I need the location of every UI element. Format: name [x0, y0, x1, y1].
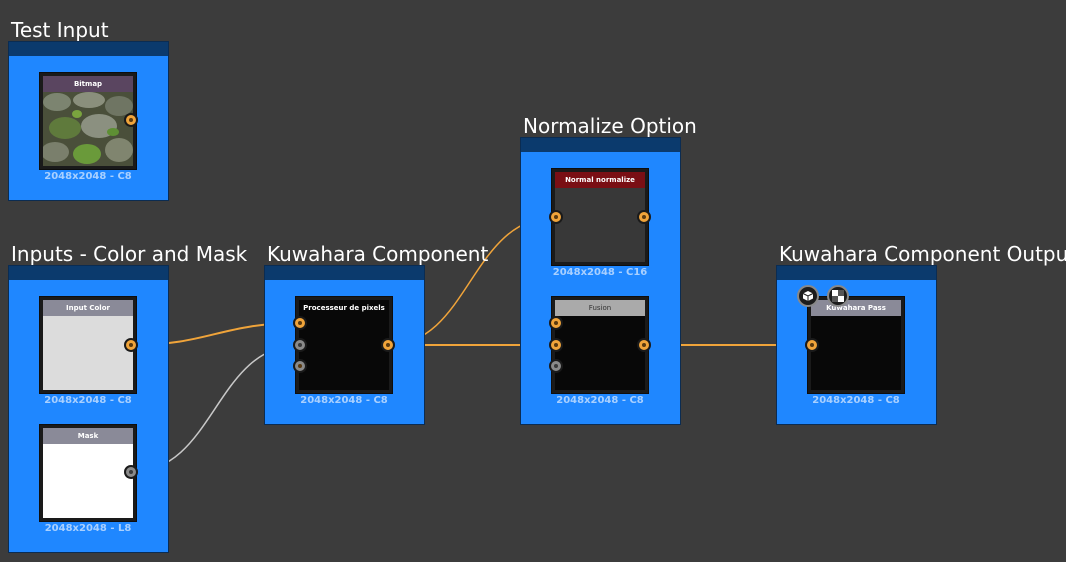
node-bitmap[interactable]: Bitmap [39, 72, 137, 170]
input-port[interactable] [293, 316, 307, 330]
frame-header [9, 42, 168, 56]
output-port[interactable] [637, 338, 651, 352]
node-info: 2048x2048 - C8 [556, 395, 644, 406]
input-port[interactable] [549, 338, 563, 352]
bitmap-thumbnail [43, 92, 133, 166]
node-title: Normal normalize [555, 172, 645, 188]
checker-icon[interactable] [827, 285, 849, 307]
node-normal-normalize[interactable]: Normal normalize [551, 168, 649, 266]
node-fusion[interactable]: Fusion [551, 296, 649, 394]
frame-test-input[interactable] [8, 41, 169, 201]
checker-glyph [832, 290, 844, 302]
frame-header [521, 138, 680, 152]
node-mask[interactable]: Mask [39, 424, 137, 522]
node-info: 2048x2048 - C8 [44, 395, 132, 406]
node-title: Fusion [555, 300, 645, 316]
frame-header [265, 266, 424, 280]
frame-title-kuwahara: Kuwahara Component [267, 242, 489, 266]
cube-glyph [802, 291, 814, 301]
input-port[interactable] [293, 359, 307, 373]
frame-header [9, 266, 168, 280]
node-info: 2048x2048 - C8 [44, 171, 132, 182]
frame-title-output: Kuwahara Component Output [779, 242, 1066, 266]
node-title: Kuwahara Pass [811, 300, 901, 316]
node-kuwahara-pass[interactable]: Kuwahara Pass [807, 296, 905, 394]
node-title: Bitmap [43, 76, 133, 92]
node-info: 2048x2048 - C16 [552, 267, 648, 278]
node-info: 2048x2048 - C8 [300, 395, 388, 406]
frame-header [777, 266, 936, 280]
frame-title-inputs: Inputs - Color and Mask [11, 242, 248, 266]
node-title: Processeur de pixels [299, 300, 389, 316]
output-port[interactable] [124, 338, 138, 352]
output-port[interactable] [381, 338, 395, 352]
input-port[interactable] [549, 210, 563, 224]
frame-title-normalize: Normalize Option [523, 114, 697, 138]
input-port[interactable] [293, 338, 307, 352]
node-title: Mask [43, 428, 133, 444]
output-port[interactable] [124, 465, 138, 479]
cube-icon[interactable] [797, 285, 819, 307]
input-port[interactable] [549, 316, 563, 330]
frame-title-test-input: Test Input [11, 18, 109, 42]
node-pixel-processor[interactable]: Processeur de pixels [295, 296, 393, 394]
output-port[interactable] [124, 113, 138, 127]
input-port[interactable] [549, 359, 563, 373]
node-title: Input Color [43, 300, 133, 316]
input-port[interactable] [805, 338, 819, 352]
node-input-color[interactable]: Input Color [39, 296, 137, 394]
node-info: 2048x2048 - L8 [44, 523, 132, 534]
node-info: 2048x2048 - C8 [812, 395, 900, 406]
output-port[interactable] [637, 210, 651, 224]
